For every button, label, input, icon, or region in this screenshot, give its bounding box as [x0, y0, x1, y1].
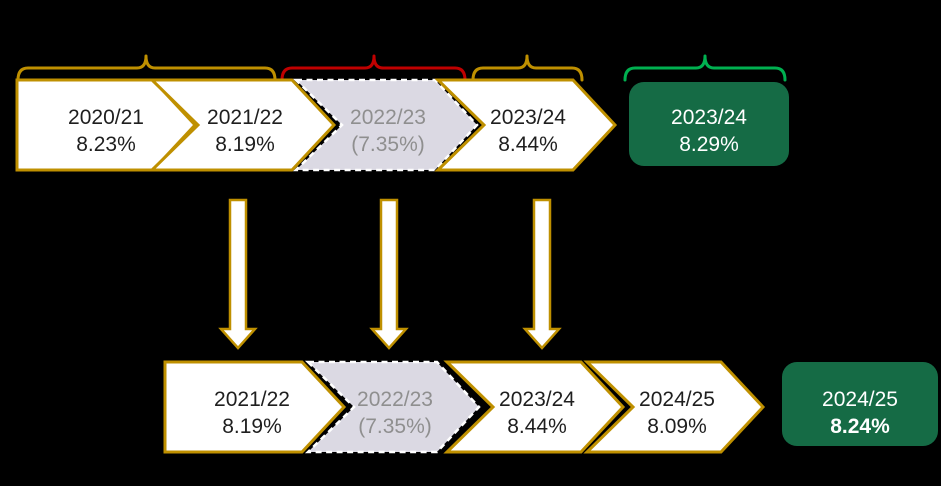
- chevron-year: 2023/24: [490, 106, 566, 129]
- chevron-shape-excluded: [304, 360, 481, 454]
- brace-result-green: [623, 54, 787, 82]
- chevron-year: 2023/24: [499, 388, 575, 411]
- chevron-year: 2024/25: [639, 388, 715, 411]
- result-box-shape: [629, 82, 789, 166]
- chevron-rate: 8.19%: [215, 133, 275, 156]
- chevron-shape-excluded: [292, 78, 479, 172]
- chevron-rate: 8.19%: [222, 415, 282, 438]
- down-arrow-3: [522, 198, 562, 350]
- down-arrow-2: [369, 198, 409, 350]
- chevron-rate: 8.23%: [76, 133, 136, 156]
- chevron-rate: 8.44%: [498, 133, 558, 156]
- chevron-rate: (7.35%): [351, 133, 425, 156]
- chevron-shape: [434, 78, 618, 172]
- chevron-bottom-2023-24: 2023/24 8.44%: [443, 360, 626, 454]
- chevron-year: 2021/22: [207, 106, 283, 129]
- chevron-rate: (7.35%): [358, 415, 432, 438]
- chevron-year: 2022/23: [357, 388, 433, 411]
- result-box-bottom: 2024/25 8.24%: [782, 362, 938, 446]
- result-box-shape: [782, 362, 938, 446]
- top-row: 2020/21 8.23% 2021/22 8.19% 2022/23 (7.3…: [15, 78, 789, 172]
- chevron-shape: [583, 360, 766, 454]
- chevron-year: 2020/21: [68, 106, 144, 129]
- bottom-row: 2021/22 8.19% 2022/23 (7.35%) 2023/24 8.…: [163, 360, 938, 454]
- chevron-bottom-2022-23-excluded: 2022/23 (7.35%): [304, 360, 481, 454]
- result-year: 2023/24: [671, 106, 747, 129]
- chevron-year: 2021/22: [214, 388, 290, 411]
- result-rate: 8.29%: [679, 133, 739, 156]
- chevron-top-2021-22: 2021/22 8.19%: [148, 78, 337, 172]
- chevron-shape: [163, 360, 347, 454]
- chevron-top-2023-24: 2023/24 8.44%: [434, 78, 618, 172]
- brace-top-red-excluded: [280, 54, 467, 82]
- chevron-bottom-2024-25: 2024/25 8.09%: [583, 360, 766, 454]
- chevron-rate: 8.09%: [647, 415, 707, 438]
- chevron-bottom-2021-22: 2021/22 8.19%: [163, 360, 347, 454]
- result-box-top: 2023/24 8.29%: [629, 82, 789, 166]
- chevron-year: 2022/23: [350, 106, 426, 129]
- chevron-top-2022-23-excluded: 2022/23 (7.35%): [292, 78, 479, 172]
- down-arrow-1: [218, 198, 258, 350]
- result-year: 2024/25: [822, 388, 898, 411]
- brace-top-gold-left: [16, 54, 277, 82]
- chevron-shape: [148, 78, 337, 172]
- brace-top-gold-right: [471, 54, 584, 82]
- transition-arrows: [218, 198, 562, 350]
- chevron-rate: 8.44%: [507, 415, 567, 438]
- chevron-shape: [443, 360, 626, 454]
- result-rate: 8.24%: [830, 415, 890, 438]
